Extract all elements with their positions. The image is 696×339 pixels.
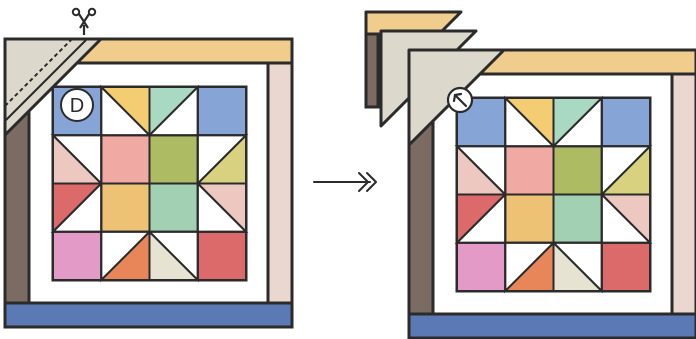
corner-square (198, 87, 246, 135)
corner-square (602, 98, 650, 146)
bottom-border-strip (5, 303, 292, 327)
center-square (505, 195, 553, 243)
process-arrow (314, 173, 376, 191)
corner-square (53, 232, 101, 280)
arrow-up-left-icon (448, 88, 472, 112)
right-border-strip (672, 74, 696, 314)
right-quilt-block (366, 12, 696, 338)
center-square (150, 135, 198, 183)
left-quilt-block: D (5, 9, 292, 327)
scissors-icon (73, 9, 95, 35)
bottom-border-strip (409, 314, 696, 338)
center-square (505, 146, 553, 194)
center-square (101, 135, 149, 183)
corner-square (602, 243, 650, 291)
right-border-strip (268, 63, 292, 303)
center-square (554, 195, 602, 243)
corner-square (457, 243, 505, 291)
center-square (554, 146, 602, 194)
corner-square (198, 232, 246, 280)
center-square (150, 184, 198, 232)
center-square (101, 184, 149, 232)
quilt-grid-right (457, 98, 650, 291)
label-d: D (70, 95, 84, 117)
